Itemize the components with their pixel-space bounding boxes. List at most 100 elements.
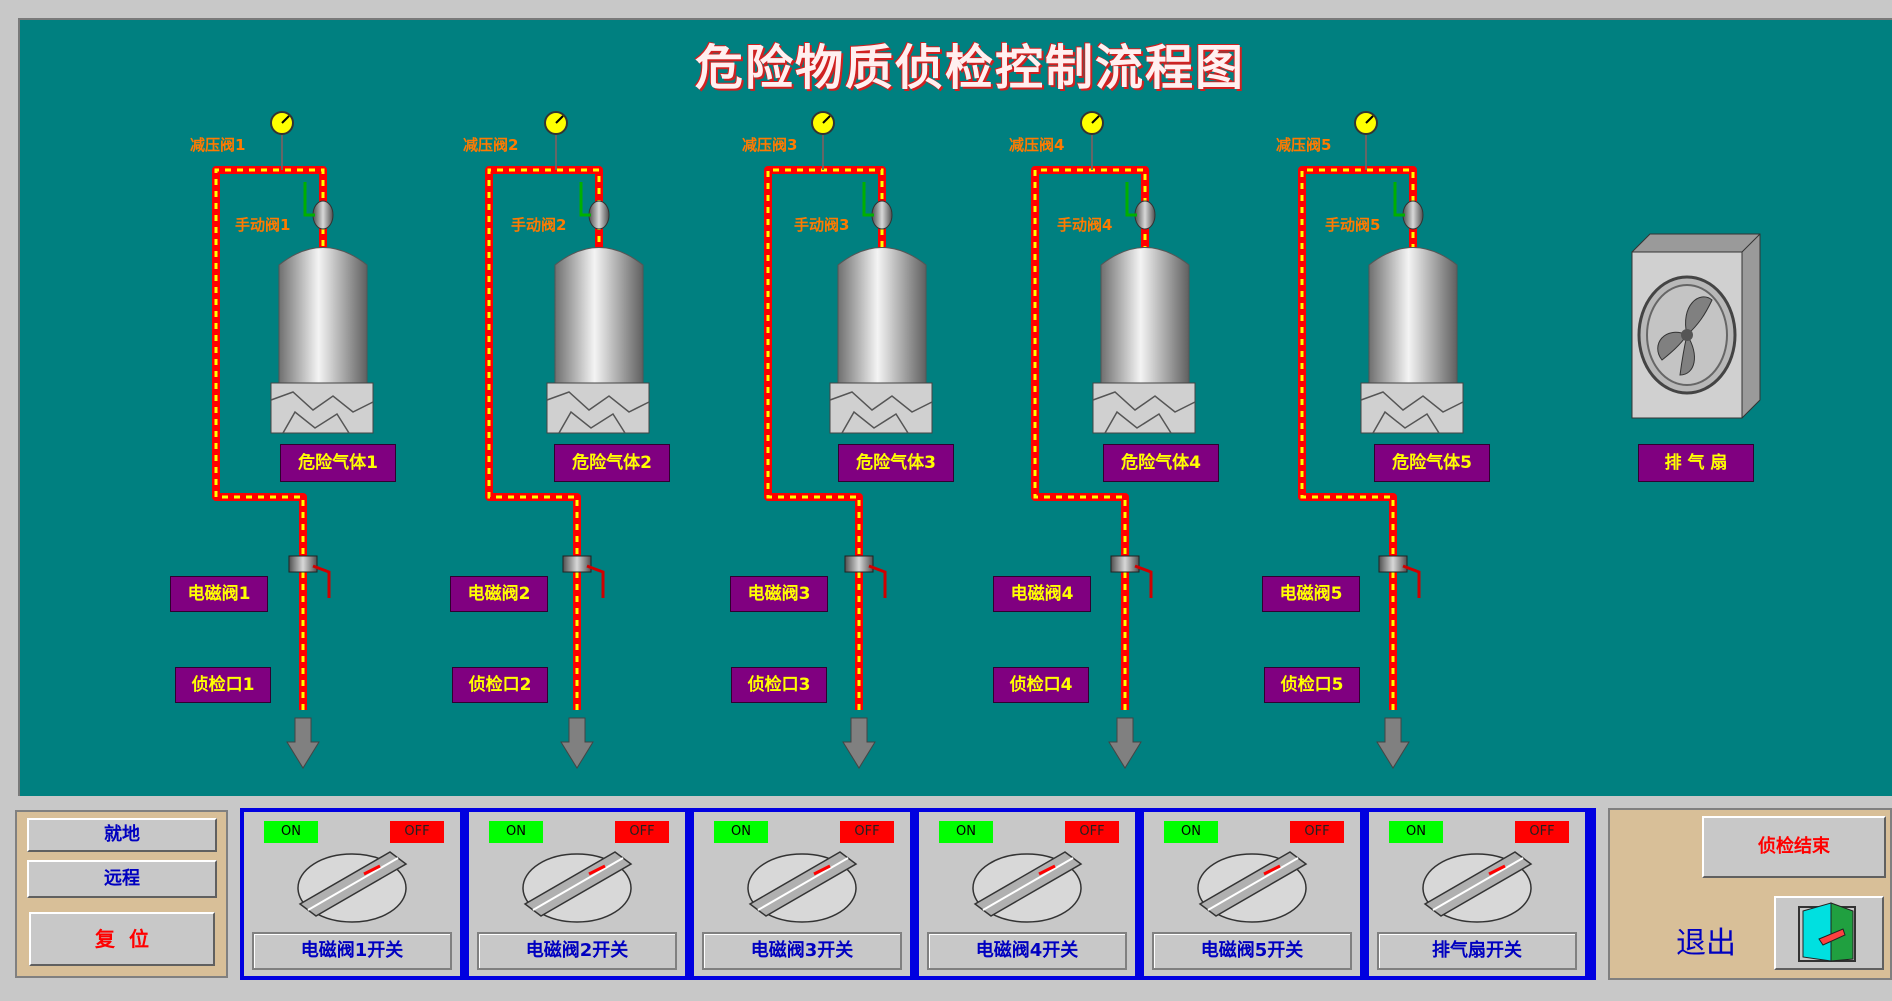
manual-valve-handle bbox=[303, 182, 315, 217]
manual-valve-icon[interactable] bbox=[871, 200, 893, 230]
rock-texture bbox=[1360, 391, 1464, 434]
detection-port-label: 侦检口1 bbox=[175, 667, 271, 703]
valve-switch[interactable]: ON OFF 电磁阀2开关 bbox=[469, 812, 685, 976]
remote-mode-button[interactable]: 远程 bbox=[27, 860, 217, 898]
switch-label: 电磁阀5开关 bbox=[1152, 932, 1352, 970]
gas-pipe-flow bbox=[214, 168, 325, 710]
switch-label: 电磁阀2开关 bbox=[477, 932, 677, 970]
rotary-switch-icon[interactable] bbox=[1194, 846, 1310, 924]
rotary-switch-icon[interactable] bbox=[519, 846, 635, 924]
solenoid-valve-icon[interactable] bbox=[1378, 555, 1408, 573]
manual-valve-handle bbox=[579, 182, 591, 217]
switch-label: 电磁阀1开关 bbox=[252, 932, 452, 970]
manual-valve-handle bbox=[862, 182, 874, 217]
rotary-switch-icon[interactable] bbox=[969, 846, 1085, 924]
on-indicator[interactable]: ON bbox=[939, 821, 993, 843]
off-indicator[interactable]: OFF bbox=[1290, 821, 1344, 843]
manual-valve-icon[interactable] bbox=[588, 200, 610, 230]
process-unit bbox=[1031, 111, 1196, 769]
manual-valve-icon[interactable] bbox=[1402, 200, 1424, 230]
on-indicator[interactable]: ON bbox=[1164, 821, 1218, 843]
outlet-arrow-icon bbox=[286, 717, 320, 769]
mode-panel: 就地 远程 复 位 bbox=[15, 810, 228, 978]
gas-cylinder bbox=[278, 247, 368, 386]
rock-base-fill bbox=[546, 382, 650, 434]
reducer-valve-label: 减压阀4 bbox=[1009, 136, 1065, 154]
manual-valve-handle bbox=[1125, 182, 1137, 217]
gas-pipe bbox=[485, 166, 603, 710]
valve-switch[interactable]: ON OFF 电磁阀4开关 bbox=[919, 812, 1135, 976]
solenoid-valve-icon[interactable] bbox=[288, 555, 318, 573]
reducer-valve-label: 减压阀3 bbox=[742, 136, 798, 154]
rock-base-fill bbox=[1360, 382, 1464, 434]
off-indicator[interactable]: OFF bbox=[1065, 821, 1119, 843]
on-indicator[interactable]: ON bbox=[714, 821, 768, 843]
gas-cylinder bbox=[554, 247, 644, 386]
detection-port-label: 侦检口2 bbox=[452, 667, 548, 703]
on-indicator[interactable]: ON bbox=[264, 821, 318, 843]
gas-pipe-flow bbox=[766, 168, 884, 710]
off-indicator[interactable]: OFF bbox=[390, 821, 444, 843]
process-unit bbox=[1298, 111, 1464, 769]
gas-label: 危险气体1 bbox=[280, 444, 396, 482]
detection-port-label: 侦检口5 bbox=[1264, 667, 1360, 703]
solenoid-valve-lever bbox=[868, 564, 887, 598]
process-unit bbox=[764, 111, 933, 769]
valve-switch[interactable]: ON OFF 排气扇开关 bbox=[1369, 812, 1585, 976]
switch-label: 电磁阀3开关 bbox=[702, 932, 902, 970]
manual-valve-label: 手动阀3 bbox=[794, 216, 850, 234]
solenoid-valve-lever bbox=[312, 564, 331, 598]
gauge-needle bbox=[281, 115, 290, 124]
gas-pipe bbox=[1298, 166, 1417, 710]
rock-base bbox=[1360, 382, 1464, 434]
reducer-valve-label: 减压阀2 bbox=[463, 136, 519, 154]
rotary-switch-icon[interactable] bbox=[1419, 846, 1535, 924]
rotary-switch-icon[interactable] bbox=[294, 846, 410, 924]
solenoid-valve-icon[interactable] bbox=[562, 555, 592, 573]
outlet-arrow-icon bbox=[560, 717, 594, 769]
manual-valve-icon[interactable] bbox=[312, 200, 334, 230]
rock-base-fill bbox=[829, 382, 933, 434]
gauge-needle bbox=[1091, 115, 1100, 124]
solenoid-valve-lever bbox=[1134, 564, 1153, 598]
rotary-switch-icon[interactable] bbox=[744, 846, 860, 924]
gas-cylinder bbox=[1100, 247, 1190, 386]
fan-label: 排 气 扇 bbox=[1638, 444, 1754, 482]
manual-valve-label: 手动阀1 bbox=[235, 216, 291, 234]
rock-base-fill bbox=[1092, 382, 1196, 434]
gauge-needle bbox=[1365, 115, 1374, 124]
gas-label: 危险气体5 bbox=[1374, 444, 1490, 482]
off-indicator[interactable]: OFF bbox=[840, 821, 894, 843]
reset-button[interactable]: 复 位 bbox=[29, 912, 215, 966]
outlet-arrow-icon bbox=[842, 717, 876, 769]
manual-valve-icon[interactable] bbox=[1134, 200, 1156, 230]
end-detection-button[interactable]: 侦检结束 bbox=[1702, 816, 1886, 878]
gauge-needle bbox=[822, 115, 831, 124]
local-mode-button[interactable]: 就地 bbox=[27, 818, 217, 852]
exhaust-fan-icon bbox=[1631, 233, 1761, 419]
page-title: 危险物质侦检控制流程图 bbox=[694, 40, 1245, 96]
solenoid-valve-lever bbox=[1402, 564, 1421, 598]
valve-switch[interactable]: ON OFF 电磁阀1开关 bbox=[244, 812, 460, 976]
process-diagram bbox=[212, 111, 1761, 769]
solenoid-valve-icon[interactable] bbox=[844, 555, 874, 573]
detection-port-label: 侦检口3 bbox=[731, 667, 827, 703]
solenoid-valve-icon[interactable] bbox=[1110, 555, 1140, 573]
on-indicator[interactable]: ON bbox=[489, 821, 543, 843]
outlet-arrow-icon bbox=[1376, 717, 1410, 769]
exit-label: 退出 bbox=[1676, 926, 1736, 961]
valve-switch[interactable]: ON OFF 电磁阀5开关 bbox=[1144, 812, 1360, 976]
off-indicator[interactable]: OFF bbox=[1515, 821, 1569, 843]
manual-valve-handle bbox=[1393, 182, 1405, 217]
rock-base bbox=[1092, 382, 1196, 434]
rock-base bbox=[829, 382, 933, 434]
valve-switch[interactable]: ON OFF 电磁阀3开关 bbox=[694, 812, 910, 976]
rock-texture bbox=[546, 391, 650, 434]
switch-label: 电磁阀4开关 bbox=[927, 932, 1127, 970]
process-unit bbox=[485, 111, 650, 769]
on-indicator[interactable]: ON bbox=[1389, 821, 1443, 843]
off-indicator[interactable]: OFF bbox=[615, 821, 669, 843]
exit-button[interactable] bbox=[1774, 896, 1884, 970]
detection-port-label: 侦检口4 bbox=[993, 667, 1089, 703]
solenoid-valve-lever bbox=[586, 564, 605, 598]
